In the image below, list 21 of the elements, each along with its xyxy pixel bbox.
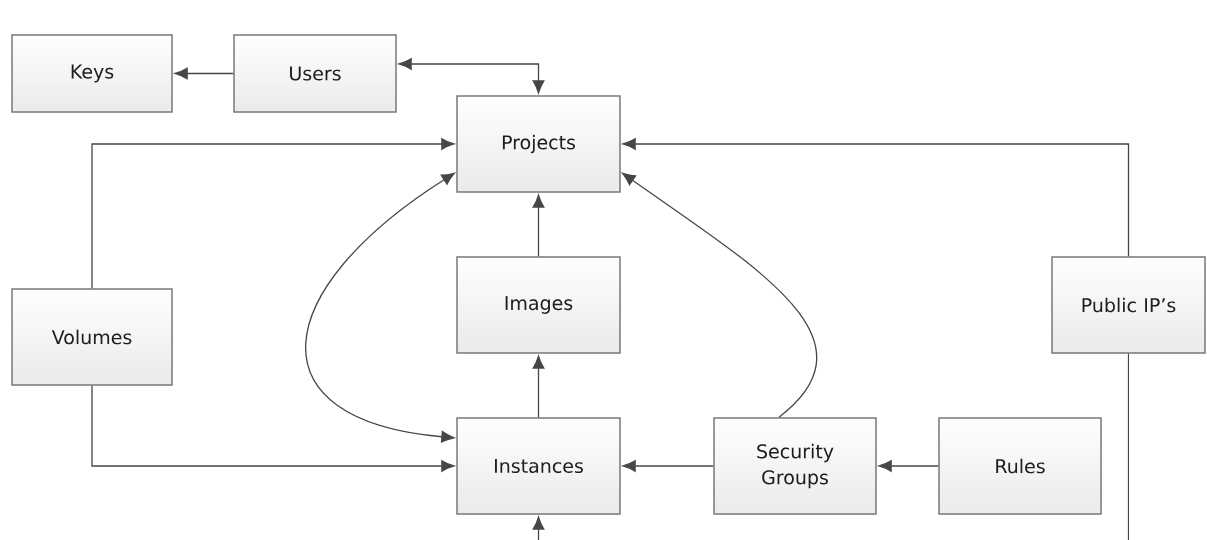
arrow [398, 58, 545, 94]
arrow [532, 355, 545, 418]
entity-box: Keys [11, 34, 173, 113]
arrow [91, 385, 455, 472]
entity-box: Security Groups [713, 417, 877, 515]
arrow [91, 138, 455, 289]
arrow [305, 172, 455, 443]
arrow [622, 172, 818, 418]
entity-box: Projects [456, 95, 621, 193]
arrow [532, 516, 545, 540]
entity-box: Public IP’s [1051, 256, 1206, 354]
arrow [622, 460, 714, 472]
arrow [174, 67, 234, 80]
entity-box: Instances [456, 417, 621, 515]
arrow [622, 138, 1130, 257]
entity-box: Rules [938, 417, 1102, 515]
entity-box: Volumes [11, 288, 173, 386]
arrow [878, 460, 939, 472]
entity-box: Images [456, 256, 621, 354]
arrow [532, 194, 545, 257]
entity-box: Users [233, 34, 397, 113]
